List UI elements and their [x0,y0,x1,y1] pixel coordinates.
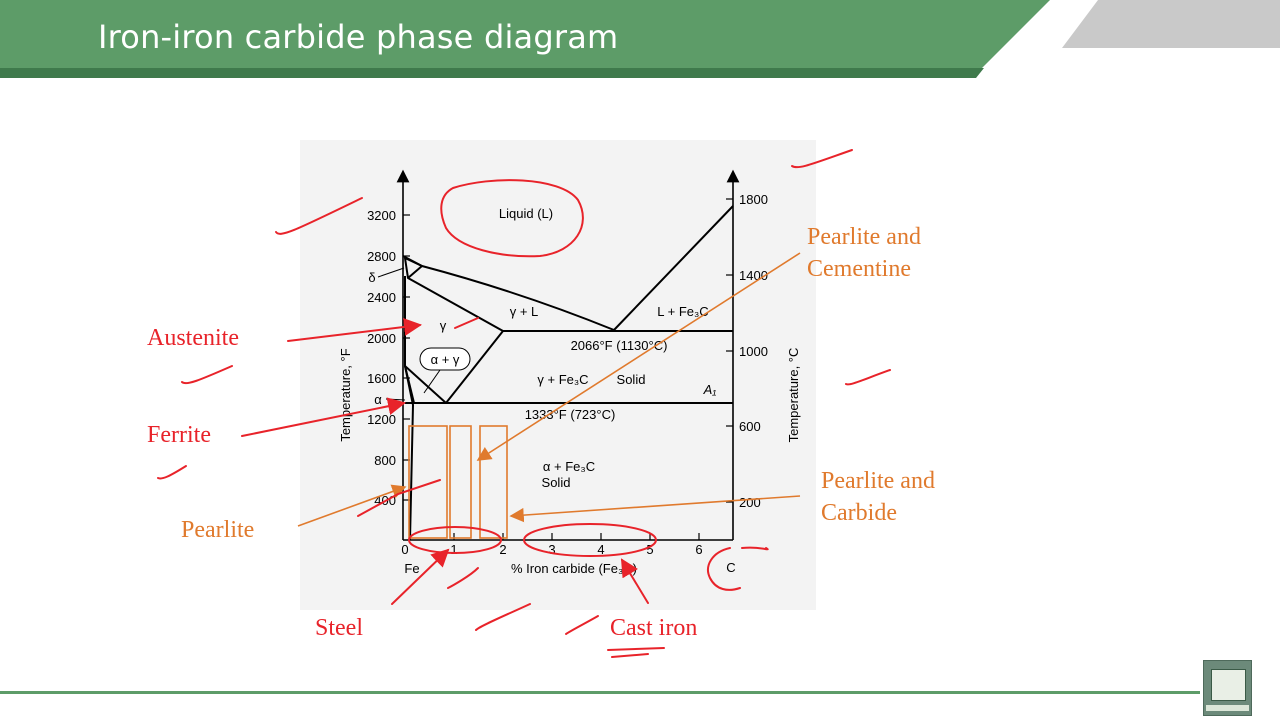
check-mark [157,465,187,480]
tick-label-right: 200 [739,495,761,510]
austenite-arrow [287,317,422,342]
tick-label-x: 1 [450,542,457,557]
tick-label-right: 600 [739,419,761,434]
tick-label-left: 1200 [367,412,396,427]
hypereutectoid-box [479,425,508,539]
x-axis-right-end: C [726,560,735,575]
tick-labels: 3200 2800 2400 2000 1600 1200 800 400 18… [338,192,801,576]
label-pearlite-carbide-line2: Carbide [821,500,897,526]
label-gamma: γ [440,318,447,333]
left-axis-title: Temperature, °F [338,348,353,441]
pearlite-scribble [357,479,441,517]
tick-label-x: 3 [548,542,555,557]
liquidus-left [402,255,615,331]
steel-ellipse [408,526,502,554]
solidus [407,277,504,332]
label-pearlite-cementine-line1: Pearlite and [807,224,921,250]
pearlite-carbide-arrow [509,495,801,523]
alpha-gamma-bubble [419,347,471,371]
check-mark [565,615,599,635]
phase-boundaries [402,205,734,541]
tick-label-left: 2000 [367,331,396,346]
check-mark [275,197,363,235]
footer-divider [0,691,1200,694]
slide-title: Iron-iron carbide phase diagram [98,18,619,56]
check-mark [181,365,233,385]
check-mark [845,369,891,386]
label-alpha: α [374,392,382,407]
slide-header: Iron-iron carbide phase diagram [0,0,1280,80]
cast-iron-arrow [620,558,649,604]
label-ferrite: Ferrite [147,422,211,448]
label-eutectic: 2066°F (1130°C) [571,338,668,353]
cast-iron-underline [607,647,665,658]
c-scribble [707,546,769,591]
label-eutectoid: 1333°F (723°C) [525,407,616,422]
right-axis-title: Temperature, °C [786,348,801,443]
label-pearlite-carbide-line1: Pearlite and [821,468,935,494]
cast-iron-ellipse [523,523,657,557]
label-liquid: Liquid (L) [499,206,553,221]
liquid-circle [440,179,584,258]
tick-label-x: 6 [695,542,702,557]
logo-caption-bar [1206,705,1249,711]
red-annotations [157,149,891,658]
orange-annotations [297,252,801,539]
tick-label-x: 0 [401,542,408,557]
pearlite-cementine-arrow [476,252,801,461]
label-delta: δ [368,270,375,285]
label-a1: A₁ [703,382,717,397]
label-cast-iron: Cast iron [610,615,698,641]
diagram-axes [396,169,740,541]
tick-label-left: 800 [374,453,396,468]
header-banner [0,0,1280,78]
tick-label-left: 2400 [367,290,396,305]
logo-emblem [1211,669,1246,701]
label-alpha-gamma: α + γ [431,352,460,367]
check-mark [447,567,479,589]
steel-box [449,425,472,539]
pearlite-box [408,425,448,539]
gamma-tick [454,317,479,329]
tick-label-left: 3200 [367,208,396,223]
region-labels: Liquid (L) γ + L L + Fe₃C γ δ α α + γ γ … [368,206,716,490]
label-solid-upper: Solid [617,372,646,387]
tick-label-right: 1000 [739,344,768,359]
x-axis-left-end: Fe [404,561,419,576]
check-mark [791,149,853,169]
tick-label-right: 1800 [739,192,768,207]
university-logo [1203,660,1252,716]
tick-label-x: 5 [646,542,653,557]
pearlite-arrow [297,484,407,527]
label-pearlite: Pearlite [181,517,255,543]
label-steel: Steel [315,615,363,641]
ferrite-arrow [241,397,406,437]
x-axis-title: % Iron carbide (Fe₃C) [511,561,637,576]
delta-region [404,257,423,279]
tick-label-left: 2800 [367,249,396,264]
label-gamma-l: γ + L [510,304,539,319]
liquidus-right [613,205,734,331]
label-l-fe3c: L + Fe₃C [657,304,708,319]
label-pearlite-cementine-line2: Cementine [807,256,911,282]
tick-label-x: 4 [597,542,604,557]
diagram-background [300,140,816,610]
alpha-solvus [404,365,414,541]
label-austenite: Austenite [147,325,239,351]
label-alpha-fe3c: α + Fe₃C [543,459,595,474]
steel-arrow [391,548,450,605]
tick-label-left: 1600 [367,371,396,386]
tick-label-x: 2 [499,542,506,557]
check-mark [475,603,531,631]
label-gamma-fe3c: γ + Fe₃C [537,372,588,387]
label-solid-lower: Solid [542,475,571,490]
tick-label-right: 1400 [739,268,768,283]
